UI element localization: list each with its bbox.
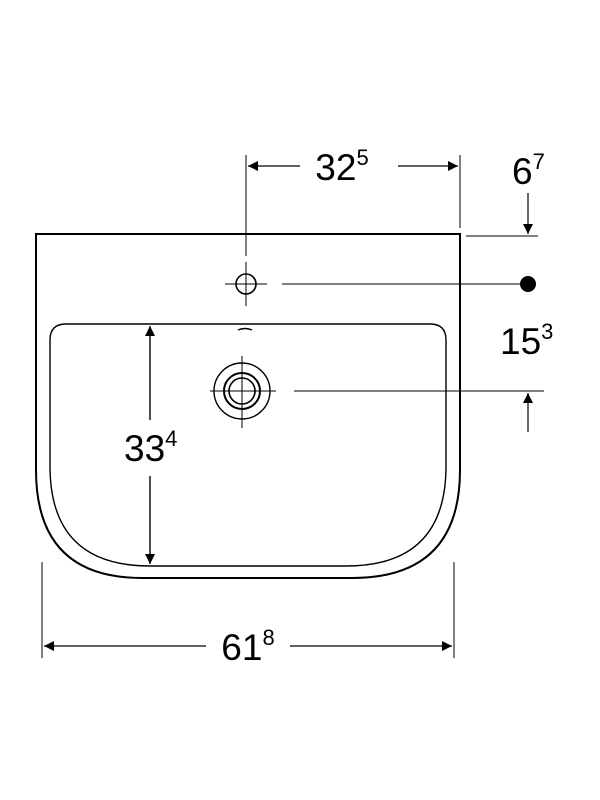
dimension-bowl-depth: 334 [124, 326, 177, 564]
bowl-inner-outline [49, 323, 447, 567]
dim-top-to-tap-main: 6 [512, 151, 533, 192]
dimension-tap-to-drain: 153 [500, 319, 553, 432]
tap-hole [225, 262, 267, 306]
dimension-overall-width: 618 [41, 562, 455, 668]
overflow-mark [237, 327, 253, 331]
svg-text:334: 334 [124, 426, 177, 469]
svg-text:618: 618 [221, 625, 274, 668]
basin-outline [35, 233, 461, 579]
dim-bowl-depth-sup: 4 [165, 426, 177, 451]
tap-centerline-dot [520, 276, 536, 292]
svg-text:67: 67 [512, 149, 545, 192]
dim-overall-width-main: 61 [221, 627, 262, 668]
svg-text:325: 325 [315, 145, 368, 188]
dimension-tap-offset: 325 [245, 145, 461, 256]
dim-tap-to-drain-sup: 3 [541, 319, 553, 344]
dim-bowl-depth-main: 33 [124, 428, 165, 469]
dim-tap-offset-sup: 5 [356, 145, 368, 170]
dimension-top-to-tap: 67 [466, 149, 545, 237]
dim-top-to-tap-sup: 7 [533, 149, 545, 174]
dim-tap-to-drain-main: 15 [500, 321, 541, 362]
svg-text:153: 153 [500, 319, 553, 362]
dim-tap-offset-main: 32 [315, 147, 356, 188]
dim-overall-width-sup: 8 [262, 625, 274, 650]
drain [210, 356, 276, 428]
